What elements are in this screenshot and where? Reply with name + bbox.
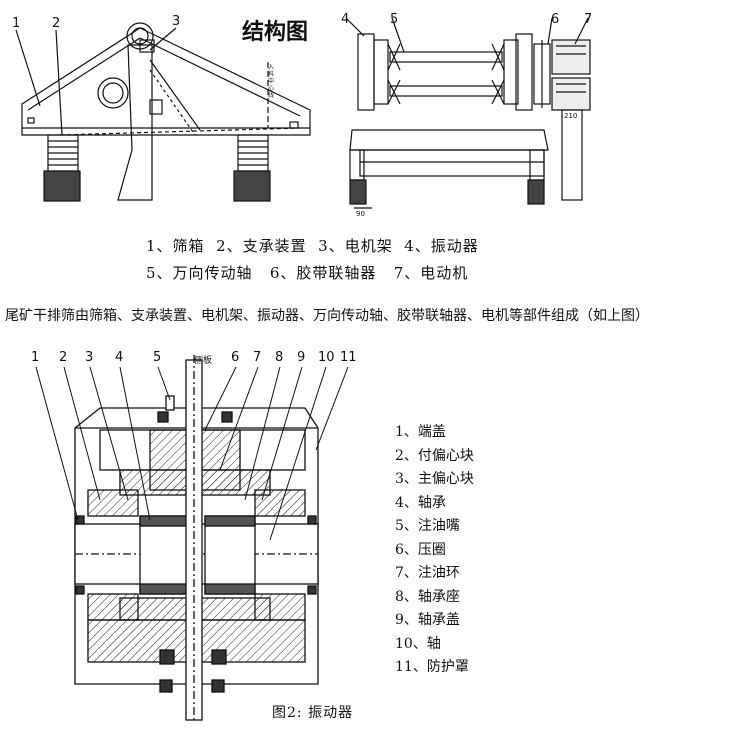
side-plate-label: 侧板 <box>194 356 213 366</box>
callout-top-5: 5 <box>390 12 399 27</box>
legend-item: 4、轴承 <box>395 494 446 511</box>
callout-bottom-11: 11 <box>340 350 357 365</box>
support-spring-right <box>233 134 271 202</box>
vibrator-right-flange <box>515 33 533 111</box>
support-spring-left <box>43 134 81 202</box>
legend-item: 7、注油环 <box>395 565 460 581</box>
oil-nipple <box>165 395 175 411</box>
callout-bottom-5: 5 <box>153 350 162 365</box>
legend-item: 2、付偏心块 <box>395 447 474 464</box>
callout-bottom-7: 7 <box>253 350 262 365</box>
top-title: 结构图 <box>242 20 309 45</box>
callout-bottom-3: 3 <box>85 350 94 365</box>
callout-bottom-2: 2 <box>59 350 68 365</box>
motor-lower <box>551 77 591 111</box>
figure-caption: 图2: 振动器 <box>272 705 354 721</box>
callout-top-2: 2 <box>52 16 61 31</box>
callout-top-4: 4 <box>341 12 350 27</box>
feed-centerline-note: 入料中心线 <box>268 64 275 99</box>
vibrator-wheel <box>97 77 129 109</box>
universal-shaft-upper <box>389 51 503 63</box>
description-text: 尾矿干排筛由筛箱、支承装置、电机架、振动器、万向传动轴、胶带联轴器、电机等部件组… <box>5 308 649 324</box>
motor-frame <box>117 44 153 201</box>
callout-bottom-9: 9 <box>297 350 306 365</box>
callout-bottom-1: 1 <box>31 350 40 365</box>
callout-bottom-6: 6 <box>231 350 240 365</box>
callout-bottom-8: 8 <box>275 350 284 365</box>
legend-item: 1、端盖 <box>395 424 446 440</box>
legend-item: 6、压圈 <box>395 541 446 558</box>
callout-bottom-4: 4 <box>115 350 124 365</box>
legend-item: 10、轴 <box>395 635 441 652</box>
screen-box-front <box>349 129 549 151</box>
screen-box-body <box>21 27 311 136</box>
callout-top-7: 7 <box>584 12 593 27</box>
bearing-right <box>204 515 256 595</box>
vibrator-parts-legend: 1、端盖 2、付偏心块 3、主偏心块 4、轴承 5、注油嘴 6、压圈 7、注油环… <box>395 421 474 680</box>
top-legend-line-2: 5、万向传动轴 6、胶带联轴器 7、电动机 <box>146 264 469 282</box>
callout-top-6: 6 <box>551 12 560 27</box>
legend-item: 11、防护罩 <box>395 659 469 675</box>
legend-item: 9、轴承盖 <box>395 612 460 628</box>
callout-bottom-10: 10 <box>318 350 335 365</box>
bearing-left <box>139 515 191 595</box>
top-legend-line-1: 1、筛箱 2、支承装置 3、电机架 4、振动器 <box>146 237 479 255</box>
universal-shaft-lower <box>389 85 503 97</box>
callout-top-3: 3 <box>172 14 181 29</box>
motor-column <box>561 109 583 201</box>
legend-item: 3、主偏心块 <box>395 471 474 487</box>
motor-pulley <box>126 22 154 50</box>
legend-item: 8、轴承座 <box>395 588 460 605</box>
legend-item: 5、注油嘴 <box>395 518 460 534</box>
dimension-210: 210 <box>564 112 578 120</box>
callout-top-1: 1 <box>12 16 21 31</box>
dimension-90: 90 <box>356 210 365 218</box>
